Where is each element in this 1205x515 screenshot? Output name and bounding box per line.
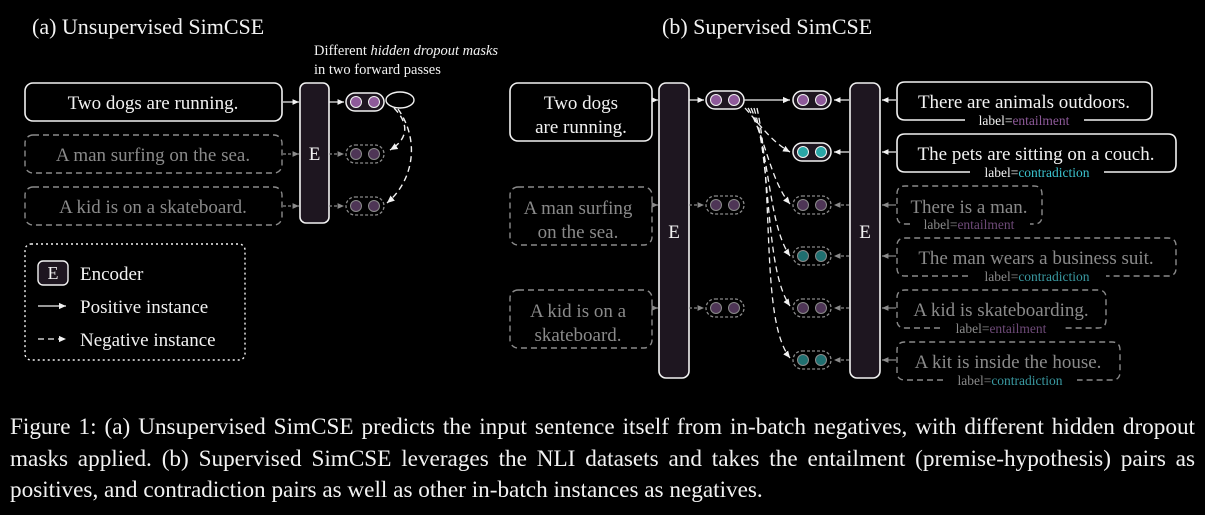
embedding-a2	[345, 144, 385, 164]
hypothesis-5-label: label=entailment	[956, 321, 1047, 336]
hypothesis-embedding-4	[792, 246, 832, 266]
sentence-2: A man surfing on the sea.	[56, 145, 250, 166]
premise-embedding-3	[705, 298, 745, 318]
negative-arc-a1	[389, 107, 406, 151]
premise-2-line2: on the sea.	[538, 222, 619, 243]
hypothesis-box-2: The pets are sitting on a couch. label=c…	[896, 133, 1177, 180]
hypothesis-4-text: The man wears a business suit.	[918, 248, 1153, 269]
dropout-note-line1: Different hidden dropout masks	[314, 43, 498, 59]
hypothesis-5-text: A kid is skateboarding.	[913, 300, 1088, 321]
hypothesis-4-label: label=contradiction	[984, 269, 1089, 284]
negative-arrow-b-2	[747, 107, 791, 205]
embedding-a3	[345, 196, 385, 216]
sentence-box-2	[24, 134, 283, 174]
encoder-to-hypothesis-arrows	[834, 97, 849, 363]
figure-caption: Figure 1: (a) Unsupervised SimCSE predic…	[10, 414, 1195, 503]
premise-embedding-2	[705, 195, 745, 215]
panel-b: (b) Supervised SimCSE Two dogs are runni…	[509, 14, 1177, 388]
negative-arrow-b-1	[744, 107, 791, 153]
negative-arrows-b	[744, 107, 791, 359]
legend-negative-text: Negative instance	[80, 330, 216, 351]
embedding-a1-second-pass	[385, 91, 415, 109]
hypothesis-1-label: label=entailment	[979, 113, 1070, 128]
hypothesis-to-encoder-arrows	[882, 97, 896, 363]
hypothesis-box-6: A kit is inside the house. label=contrad…	[896, 341, 1121, 388]
sentence-3: A kid is on a skateboard.	[59, 197, 247, 218]
hypothesis-embedding-5	[792, 298, 832, 318]
legend: E Encoder Positive instance Negative ins…	[24, 243, 246, 361]
legend-encoder-text: Encoder	[80, 264, 144, 285]
hypothesis-box-4: The man wears a business suit. label=con…	[896, 237, 1177, 284]
hypothesis-1-text: There are animals outdoors.	[918, 92, 1130, 113]
simcse-figure: (a) Unsupervised SimCSE Different hidden…	[24, 14, 1177, 388]
premise-1-line2: are running.	[535, 117, 627, 138]
encoder-a	[299, 82, 330, 224]
hypothesis-2-label: label=contradiction	[984, 165, 1089, 180]
encoder-a-label: E	[309, 144, 321, 165]
panel-a-title: (a) Unsupervised SimCSE	[32, 14, 264, 39]
premise-2-line1: A man surfing	[524, 198, 633, 219]
legend-encoder-icon	[37, 260, 69, 286]
encoder-b-hypothesis-label: E	[859, 222, 871, 243]
hypothesis-embedding-2	[792, 142, 832, 162]
embedding-a1	[345, 92, 385, 112]
hypothesis-3-label: label=entailment	[924, 217, 1015, 232]
encoder-b-hypothesis	[849, 82, 881, 379]
hypothesis-embedding-6	[792, 350, 832, 370]
premise-box-1	[509, 82, 653, 142]
sentence-box-1	[24, 82, 283, 122]
premise-box-3	[509, 289, 653, 349]
encoder-b-premise	[658, 82, 690, 379]
hypothesis-6-text: A kit is inside the house.	[915, 352, 1102, 373]
sentence-1: Two dogs are running.	[68, 93, 239, 114]
sentence-box-3	[24, 186, 283, 226]
hypothesis-box-3: There is a man. label=entailment	[896, 185, 1043, 232]
hypothesis-embedding-3	[792, 195, 832, 215]
negative-arrow-b-5	[756, 107, 791, 359]
panel-b-title: (b) Supervised SimCSE	[662, 14, 872, 39]
hypothesis-box-1: There are animals outdoors. label=entail…	[896, 81, 1153, 128]
premise-box-2	[509, 186, 653, 246]
premise-3-line2: skateboard.	[534, 325, 621, 346]
negative-arc-a2	[386, 108, 413, 204]
encoder-b-premise-label: E	[668, 222, 680, 243]
legend-positive-text: Positive instance	[80, 297, 208, 318]
negative-arrow-b-3	[750, 107, 791, 257]
legend-encoder-letter: E	[48, 263, 59, 283]
hypothesis-6-label: label=contradiction	[957, 373, 1062, 388]
premise-3-line1: A kid is on a	[530, 301, 627, 322]
hypothesis-3-text: There is a man.	[910, 197, 1027, 218]
premise-1-line1: Two dogs	[544, 93, 618, 114]
dropout-note-line2: in two forward passes	[314, 62, 441, 78]
hypothesis-2-text: The pets are sitting on a couch.	[918, 144, 1155, 165]
hypothesis-embedding-1	[792, 90, 832, 110]
premise-embedding-1	[705, 90, 745, 110]
panel-a: (a) Unsupervised SimCSE Different hidden…	[24, 14, 498, 226]
negative-arrow-b-4	[753, 107, 791, 307]
hypothesis-box-5: A kid is skateboarding. label=entailment	[896, 289, 1107, 336]
